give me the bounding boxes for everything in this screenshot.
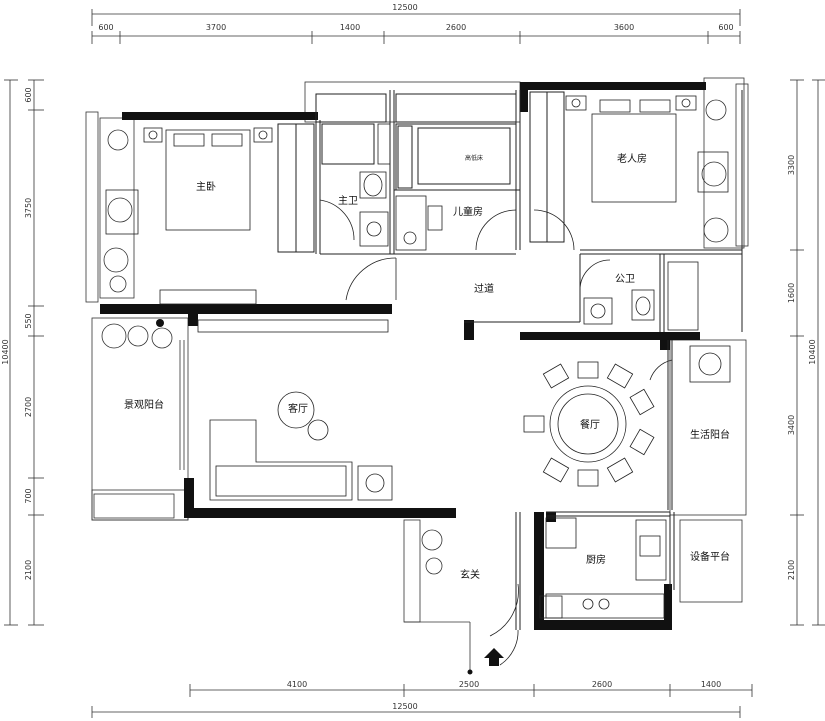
room-label-elder-room: 老人房 [617, 152, 647, 165]
room-label-living-room: 客厅 [288, 402, 308, 415]
dim-left-seg-3: 550 [24, 313, 33, 328]
plants [101, 99, 729, 575]
dim-top-seg-4: 2600 [446, 23, 466, 32]
room-label-corridor: 过道 [474, 282, 494, 295]
dim-top-seg-6: 600 [718, 23, 733, 32]
dim-top-total: 12500 [392, 3, 417, 12]
room-label-kitchen: 厨房 [586, 553, 606, 566]
dim-left-seg-4: 2700 [24, 397, 33, 417]
room-label-living-balcony: 生活阳台 [690, 428, 730, 441]
plant-pot-icon [156, 319, 164, 327]
dim-bottom-total: 12500 [392, 702, 417, 711]
dim-right-seg-3: 3400 [787, 415, 796, 435]
dimension-lines [4, 9, 825, 718]
dim-top-seg-1: 600 [98, 23, 113, 32]
dim-left-seg-5: 700 [24, 488, 33, 503]
outline-lines [85, 77, 749, 672]
dim-right-seg-4: 2100 [787, 560, 796, 580]
dim-left-seg-6: 2100 [24, 560, 33, 580]
room-label-public-bath: 公卫 [615, 274, 635, 285]
doors [319, 199, 673, 666]
dim-left-seg-1: 600 [24, 87, 33, 102]
dim-bottom-seg-3: 2600 [592, 680, 612, 689]
dim-bottom-seg-4: 1400 [701, 680, 721, 689]
dining-table [549, 385, 627, 463]
dim-right-total: 10400 [808, 339, 817, 364]
dim-bottom-seg-2: 2500 [459, 680, 479, 689]
entrance-arrow-icon [484, 648, 504, 666]
dim-top-seg-2: 3700 [206, 23, 226, 32]
dim-top-seg-5: 3600 [614, 23, 634, 32]
dim-bottom-seg-1: 4100 [287, 680, 307, 689]
room-label-entrance: 玄关 [460, 568, 480, 581]
furniture [105, 95, 731, 619]
room-label-dining-room: 餐厅 [580, 418, 600, 431]
master-bed [165, 129, 251, 231]
room-label-bunk-bed: 高低床 [465, 154, 483, 162]
dim-left-seg-2: 3750 [24, 198, 33, 218]
room-label-master-bedroom: 主卧 [196, 180, 216, 193]
dim-right-seg-2: 1600 [787, 283, 796, 303]
interior-walls [277, 90, 743, 630]
room-label-landscape-balcony: 景观阳台 [124, 398, 164, 411]
dim-left-total: 10400 [1, 339, 10, 364]
dim-top-seg-3: 1400 [340, 23, 360, 32]
room-label-equipment-platform: 设备平台 [690, 550, 730, 563]
elder-bed [591, 113, 677, 203]
room-label-kids-room: 儿童房 [453, 205, 483, 218]
entrance-point-icon [467, 669, 473, 675]
walls [100, 82, 706, 630]
room-label-master-bath: 主卫 [338, 195, 358, 207]
dim-right-seg-1: 3300 [787, 155, 796, 175]
